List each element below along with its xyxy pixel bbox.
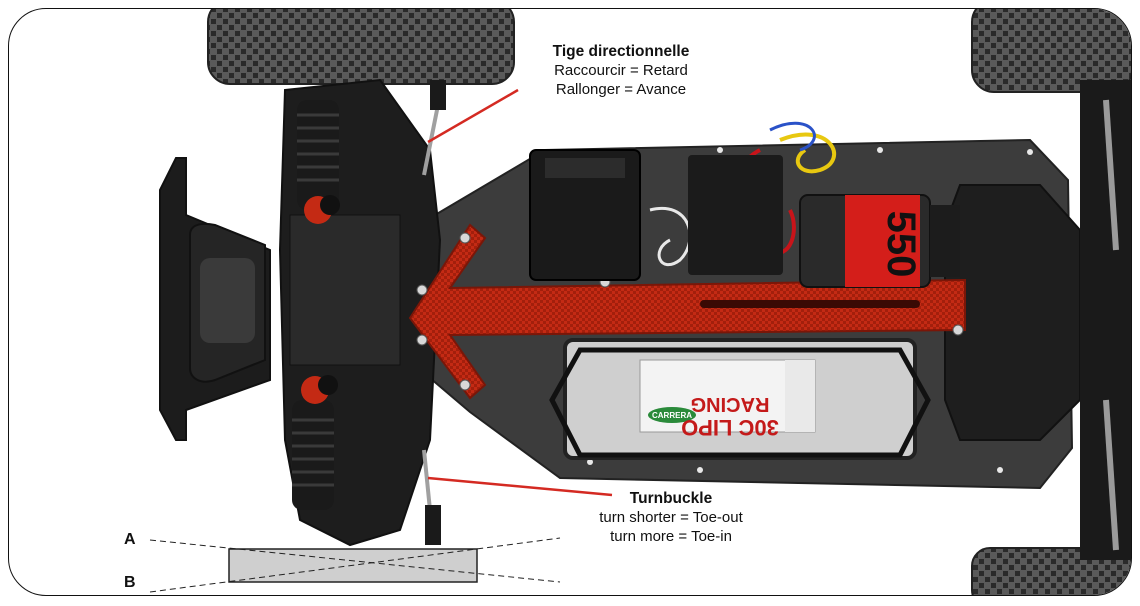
front-shock-bottom [292, 375, 338, 510]
battery-label-line2: RACING [691, 393, 770, 415]
battery-label-line1: 30C LIPO [681, 415, 779, 440]
pointer-line-bottom [427, 476, 613, 497]
motor [799, 194, 960, 288]
front-shock-top [297, 100, 340, 224]
toe-label-a: A [124, 531, 136, 548]
servo [529, 149, 641, 281]
callout-steering-rod: Tige directionnelle Raccourcir = Retard … [518, 42, 724, 99]
callout-turnbuckle-line2: turn more = Toe-in [610, 528, 732, 545]
esc-unit [688, 155, 783, 275]
toe-line-b [149, 537, 561, 593]
battery-brand: CARRERA [652, 411, 692, 420]
red-chassis-brace [408, 223, 966, 400]
motor-label: 550 [879, 211, 923, 278]
rear-arm [1080, 80, 1131, 560]
tire-rear-top [971, 9, 1131, 93]
toe-line-a [149, 539, 561, 583]
diagram-frame [8, 8, 1132, 596]
callout-steering-rod-line2: Rallonger = Avance [555, 81, 687, 98]
tire-rear-bottom [971, 547, 1131, 595]
callout-turnbuckle-line1: turn shorter = Toe-out [599, 509, 743, 526]
pointer-line-top [427, 88, 519, 144]
callout-turnbuckle: Turnbuckle turn shorter = Toe-out turn m… [570, 489, 772, 546]
toe-label-b: B [124, 574, 136, 591]
toe-diagram [149, 537, 561, 593]
callout-steering-rod-title: Tige directionnelle [552, 43, 690, 60]
callout-turnbuckle-title: Turnbuckle [629, 490, 713, 507]
callout-steering-rod-line1: Raccourcir = Retard [554, 62, 688, 79]
